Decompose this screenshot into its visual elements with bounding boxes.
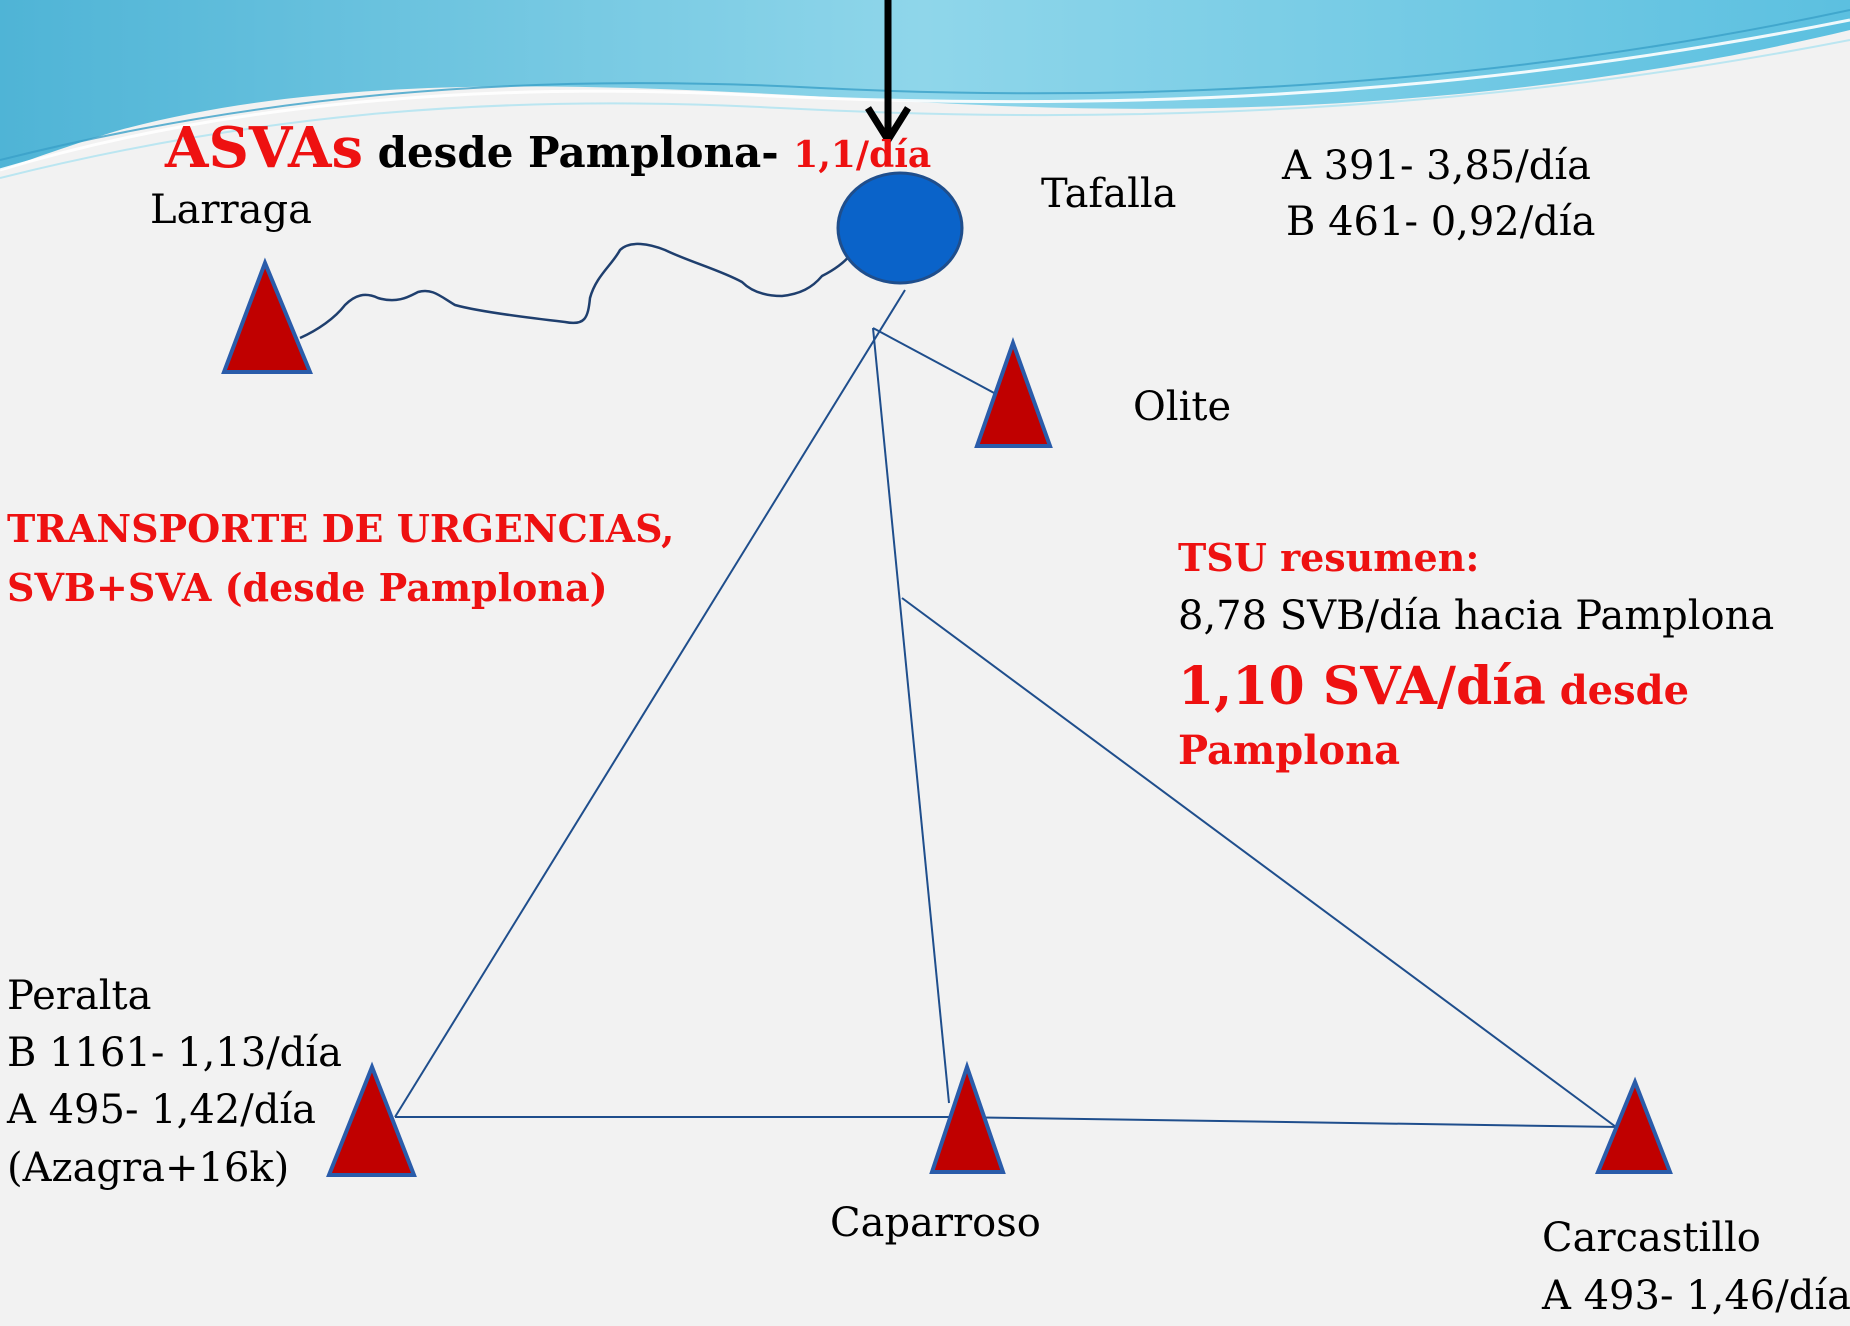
link-tafalla-carcastillo — [901, 597, 1617, 1128]
asvas-title: ASVAs desde Pamplona- 1,1/día — [165, 116, 931, 180]
link-caparroso-carcastillo — [948, 1116, 1621, 1128]
tafalla-stat-a: A 391- 3,85/día — [1282, 143, 1591, 189]
tsu-svb-line: 8,78 SVB/día hacia Pamplona — [1178, 593, 1775, 639]
tafalla-stat-b: B 461- 0,92/día — [1286, 199, 1596, 245]
route-larraga-tafalla — [299, 242, 852, 340]
tafalla-node — [836, 171, 964, 285]
tsu-sva-line: 1,10 SVA/día desde — [1178, 657, 1689, 717]
arrow-down-icon — [865, 0, 911, 147]
tsu-sva-desde: desde — [1545, 667, 1690, 714]
network-links — [299, 242, 1621, 1128]
carcastillo-triangle — [1595, 1076, 1673, 1174]
carcastillo-stat-a: A 493- 1,46/día — [1542, 1273, 1850, 1319]
peralta-stat-note: (Azagra+16k) — [7, 1145, 290, 1191]
label-peralta: Peralta — [7, 973, 152, 1019]
label-larraga: Larraga — [150, 187, 312, 233]
link-tafalla-peralta — [394, 289, 906, 1118]
label-tafalla: Tafalla — [1041, 171, 1177, 217]
link-tafalla-caparroso — [872, 327, 950, 1104]
caparroso-triangle — [929, 1060, 1006, 1174]
larraga-triangle — [221, 257, 313, 374]
transporte-line-1: TRANSPORTE DE URGENCIAS, — [7, 506, 675, 551]
label-caparroso: Caparroso — [830, 1200, 1041, 1246]
olite-triangle — [974, 337, 1053, 448]
header-wave — [0, 0, 1850, 179]
link-tafalla-olite — [872, 327, 997, 395]
peralta-triangle — [326, 1061, 417, 1177]
label-carcastillo: Carcastillo — [1542, 1215, 1761, 1261]
asvas-label: ASVAs — [165, 115, 363, 181]
tsu-pamplona: Pamplona — [1178, 727, 1401, 774]
peralta-stat-a: A 495- 1,42/día — [7, 1087, 316, 1133]
asvas-desde: desde Pamplona- — [362, 128, 794, 177]
asvas-rate: 1,1/día — [793, 134, 932, 176]
transporte-line-2: SVB+SVA (desde Pamplona) — [7, 565, 608, 610]
tsu-heading: TSU resumen: — [1178, 535, 1480, 580]
label-olite: Olite — [1133, 384, 1232, 430]
peralta-stat-b: B 1161- 1,13/día — [7, 1030, 342, 1076]
tsu-sva-big: 1,10 SVA/día — [1178, 656, 1546, 717]
